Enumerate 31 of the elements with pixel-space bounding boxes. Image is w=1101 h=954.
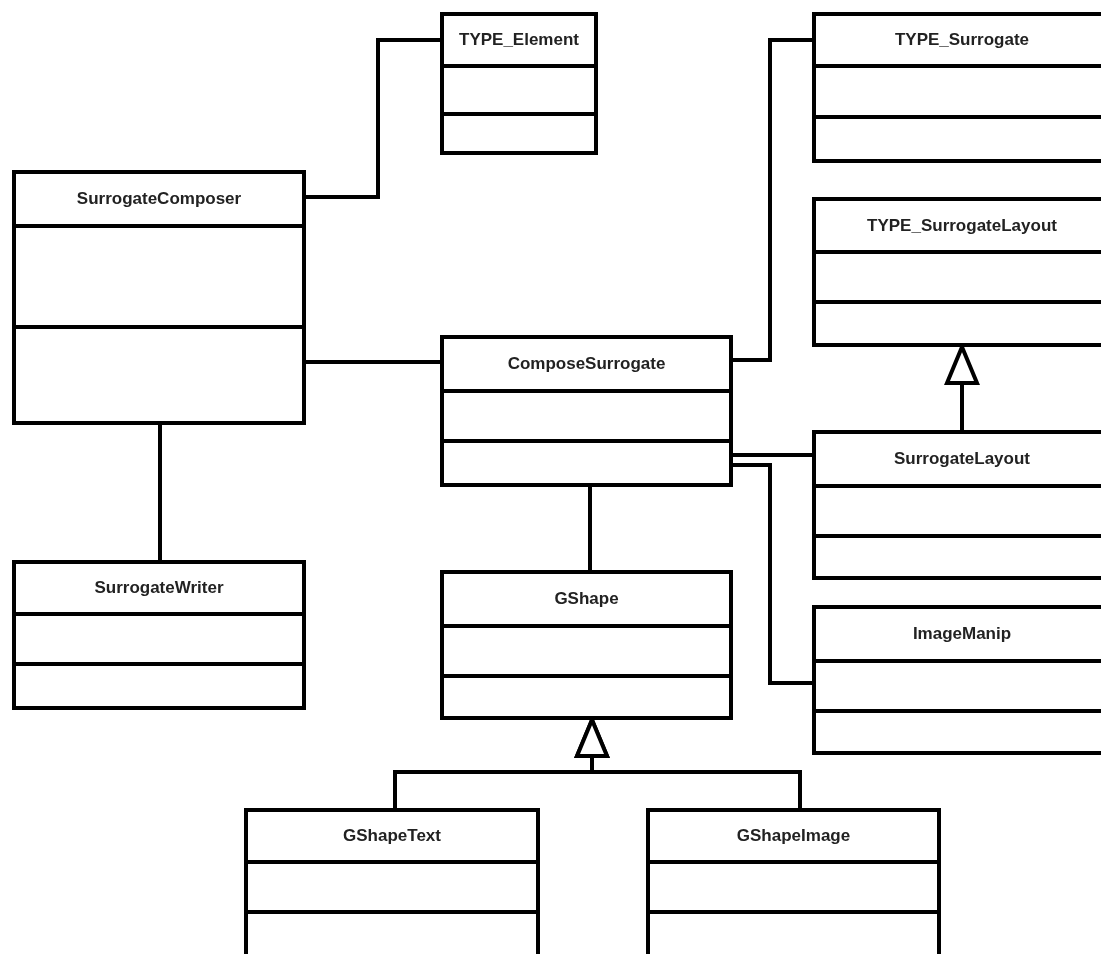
class-name: SurrogateWriter	[94, 578, 224, 598]
class-box	[244, 808, 540, 954]
association-line	[306, 360, 440, 364]
association-line	[733, 453, 812, 457]
class-box	[812, 197, 1101, 347]
association-line	[158, 425, 162, 560]
class-name: ImageManip	[912, 624, 1012, 644]
class-box	[440, 335, 733, 487]
class-name: GShape	[554, 589, 619, 609]
class-name: SurrogateLayout	[894, 449, 1030, 469]
class-box	[812, 12, 1101, 163]
class-box	[646, 808, 941, 954]
association-line	[306, 38, 440, 199]
class-box	[12, 560, 306, 710]
class-box	[440, 570, 733, 720]
class-box	[812, 430, 1101, 580]
association-line	[733, 38, 812, 362]
class-name: TYPE_Surrogate	[894, 30, 1030, 50]
class-name: GShapeText	[343, 826, 441, 846]
class-box	[12, 170, 306, 425]
class-name: SurrogateComposer	[76, 189, 242, 209]
association-line	[733, 463, 812, 685]
inheritance-arrow	[575, 718, 802, 808]
class-name: ComposeSurrogate	[507, 354, 666, 374]
class-name: TYPE_SurrogateLayout	[867, 215, 1057, 236]
class-box	[812, 605, 1101, 755]
class-name: TYPE_Element	[459, 30, 579, 50]
association-line	[588, 487, 592, 570]
class-name: GShapeImage	[736, 826, 851, 846]
class-box	[440, 12, 598, 155]
inheritance-arrow	[945, 345, 979, 430]
